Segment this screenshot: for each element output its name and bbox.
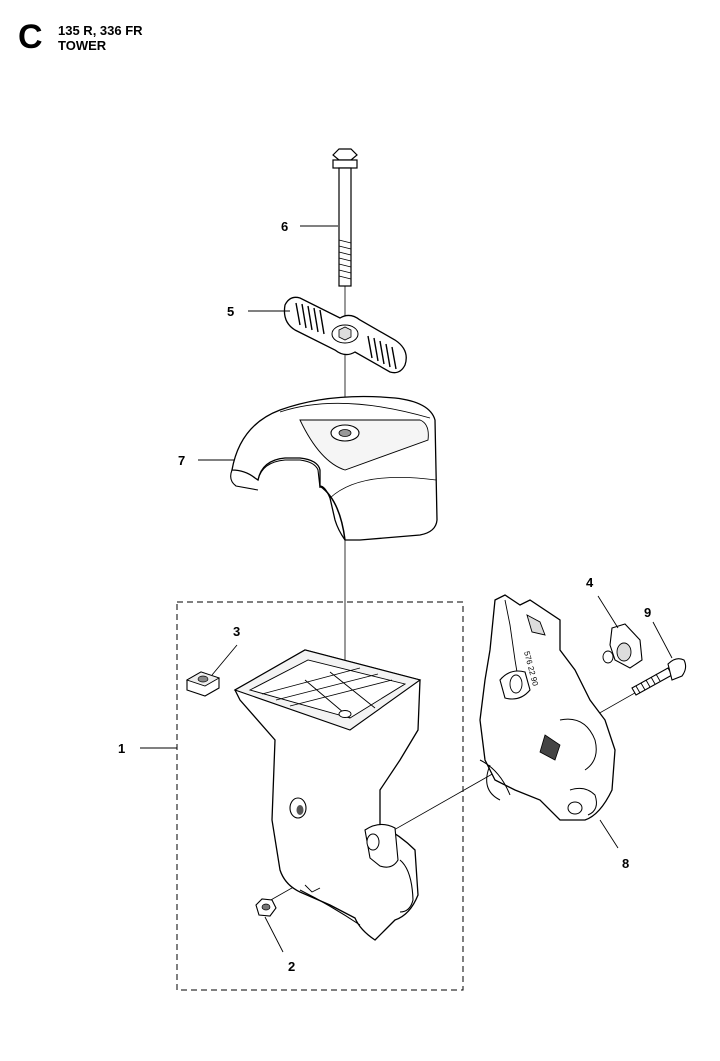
callout-8: 8 <box>622 856 629 871</box>
part-7-cover <box>230 395 438 541</box>
part-4-clip <box>602 623 643 669</box>
part-6-bolt <box>332 148 358 287</box>
part-1-tower-housing <box>233 649 422 941</box>
callout-1: 1 <box>118 741 125 756</box>
part-5-wing-knob <box>283 296 407 374</box>
part-1-group-box <box>176 601 464 991</box>
assembly-title: TOWER <box>58 38 107 53</box>
model-title: 135 R, 336 FR <box>58 23 143 38</box>
section-letter: C <box>18 18 43 56</box>
part-8-bracket: 576 22 90 <box>479 594 616 821</box>
part-2-hex-nut <box>255 898 277 917</box>
callout-3: 3 <box>233 624 240 639</box>
callout-9: 9 <box>644 605 651 620</box>
callout-5: 5 <box>227 304 234 319</box>
callout-7: 7 <box>178 453 185 468</box>
callout-6: 6 <box>281 219 288 234</box>
part-3-square-nut <box>185 671 221 697</box>
leader-lines <box>140 225 673 953</box>
callout-2: 2 <box>288 959 295 974</box>
page-header: C 135 R, 336 FR TOWER <box>18 20 318 60</box>
callout-4: 4 <box>586 575 594 590</box>
part-9-screw <box>631 658 687 696</box>
